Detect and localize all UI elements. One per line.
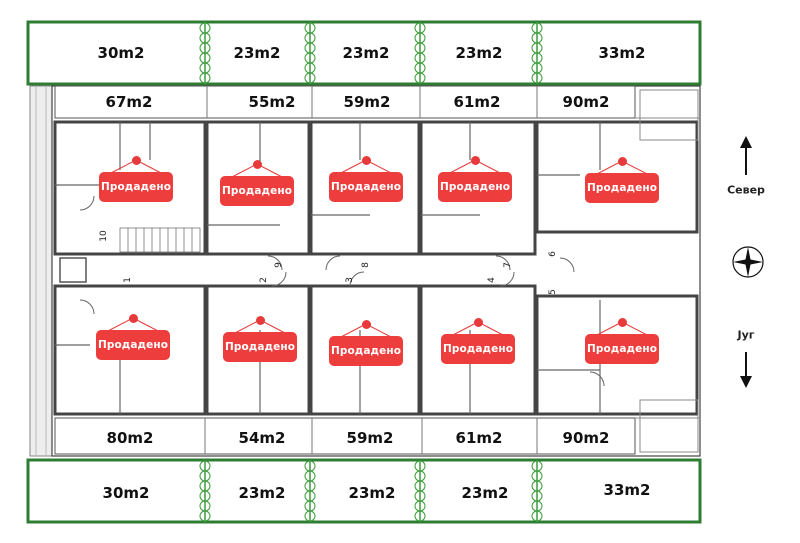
unit-number-6: 6 bbox=[548, 251, 558, 257]
unit-number-3: 3 bbox=[345, 277, 355, 283]
compass-rose-icon bbox=[732, 246, 764, 278]
unit-number-7: 7 bbox=[503, 262, 513, 268]
apartment-top-1-area: 67m2 bbox=[105, 93, 153, 111]
unit-number-2: 2 bbox=[259, 277, 269, 283]
terrace-top-5-area: 33m2 bbox=[598, 44, 646, 62]
plant-icon bbox=[304, 510, 316, 522]
apartment-top-4-area: 61m2 bbox=[453, 93, 501, 111]
unit-number-10: 10 bbox=[99, 230, 109, 242]
apartment-top-3-area: 59m2 bbox=[343, 93, 391, 111]
apartment-top-2-area: 55m2 bbox=[248, 93, 296, 111]
plant-icon bbox=[199, 510, 211, 522]
apartment-bottom-5-area: 90m2 bbox=[562, 429, 610, 447]
plant-icon bbox=[199, 72, 211, 84]
terrace-top-3-area: 23m2 bbox=[342, 44, 390, 62]
walls-lower bbox=[53, 284, 699, 416]
terrace-bottom-1-area: 30m2 bbox=[102, 484, 150, 502]
terrace-bottom-3-area: 23m2 bbox=[348, 484, 396, 502]
terrace-top-2-area: 23m2 bbox=[233, 44, 281, 62]
walls-upper bbox=[53, 120, 699, 256]
apartment-bottom-1-area: 80m2 bbox=[106, 429, 154, 447]
unit-number-1: 1 bbox=[123, 277, 133, 283]
terrace-top-4-area: 23m2 bbox=[455, 44, 503, 62]
south-arrow-icon bbox=[740, 352, 752, 388]
unit-number-8: 8 bbox=[361, 262, 371, 268]
terrace-bottom-5-area: 33m2 bbox=[603, 481, 651, 499]
north-arrow-icon bbox=[740, 136, 752, 175]
unit-number-5: 5 bbox=[548, 289, 558, 295]
terrace-bottom-4-area: 23m2 bbox=[461, 484, 509, 502]
plant-icon bbox=[531, 72, 543, 84]
terrace-top-1-area: 30m2 bbox=[97, 44, 145, 62]
apartment-bottom-4-area: 61m2 bbox=[455, 429, 503, 447]
apartment-bottom-2-area: 54m2 bbox=[238, 429, 286, 447]
south-label: Југ bbox=[737, 328, 755, 342]
apartment-top-5-area: 90m2 bbox=[562, 93, 610, 111]
apartment-bottom-3-area: 59m2 bbox=[346, 429, 394, 447]
plant-icon bbox=[414, 72, 426, 84]
north-label: Север bbox=[727, 183, 765, 197]
top-terrace-band bbox=[26, 20, 702, 86]
plant-icon bbox=[531, 510, 543, 522]
plant-icon bbox=[304, 72, 316, 84]
unit-number-4: 4 bbox=[487, 277, 497, 283]
plant-icon bbox=[414, 510, 426, 522]
bottom-terrace-band bbox=[26, 458, 702, 524]
terrace-bottom-2-area: 23m2 bbox=[238, 484, 286, 502]
unit-number-9: 9 bbox=[274, 262, 284, 268]
